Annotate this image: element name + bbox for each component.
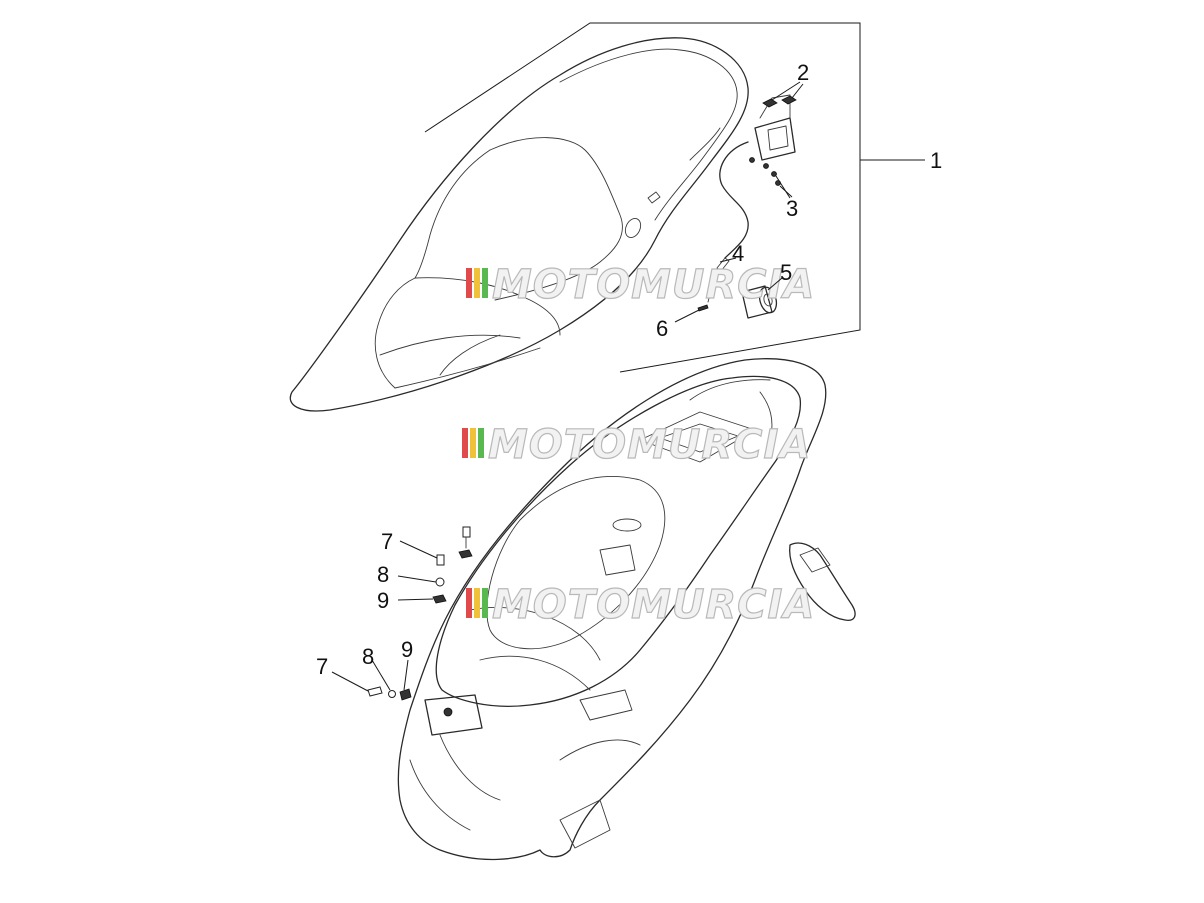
- watermark-stripe-red: [462, 428, 468, 458]
- callout-6: 6: [656, 316, 668, 341]
- watermark-stripe-yellow: [470, 428, 476, 458]
- callout-2: 2: [797, 60, 809, 85]
- callout-8-upper: 8: [377, 562, 389, 587]
- callout-8-lower: 8: [362, 644, 374, 669]
- callout-4: 4: [732, 241, 744, 266]
- watermark-top: MOTOMURCIA: [466, 261, 815, 309]
- callout-9-lower: 9: [401, 637, 413, 662]
- watermark-text: MOTOMURCIA: [492, 582, 815, 628]
- watermark-text: MOTOMURCIA: [488, 422, 811, 468]
- callout-5: 5: [780, 260, 792, 285]
- fasteners-lower: [367, 686, 412, 701]
- watermark-stripe-red: [466, 588, 472, 618]
- watermark-stripe-yellow: [474, 588, 480, 618]
- seat: [289, 37, 749, 412]
- assembly-frame: [424, 22, 861, 373]
- watermark-stripe-green: [482, 588, 488, 618]
- leader-lines: [331, 81, 925, 692]
- callout-9-upper: 9: [377, 588, 389, 613]
- callout-7-lower: 7: [316, 654, 328, 679]
- callout-1: 1: [930, 148, 942, 173]
- watermark-stripe-yellow: [474, 268, 480, 298]
- watermark-stripe-green: [482, 268, 488, 298]
- helmet-compartment-body: [397, 358, 856, 861]
- callouts: 1 2 3 4 5 6 7 8 9 7 8 9: [316, 60, 942, 679]
- watermark-middle: MOTOMURCIA: [462, 421, 811, 469]
- callout-7-upper: 7: [381, 529, 393, 554]
- watermark-bottom: MOTOMURCIA: [466, 581, 815, 629]
- watermark-text: MOTOMURCIA: [492, 262, 815, 308]
- fasteners-upper: [432, 526, 473, 604]
- callout-3: 3: [786, 196, 798, 221]
- watermark-stripe-green: [478, 428, 484, 458]
- watermark-stripe-red: [466, 268, 472, 298]
